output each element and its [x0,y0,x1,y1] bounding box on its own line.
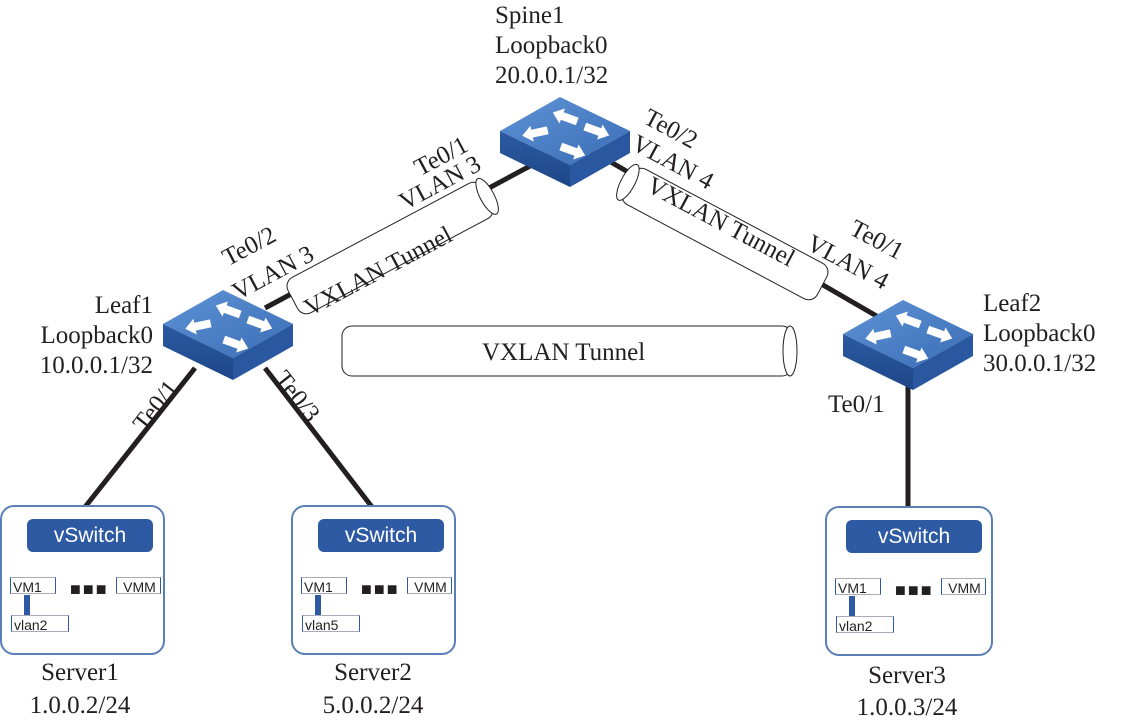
vlan-box: vlan5 [302,615,360,633]
vswitch-label: vSwitch [27,519,153,552]
tunnel-leaf1-leaf2-label: VXLAN Tunnel [482,339,646,366]
ellipsis-icon: ■■■ [361,579,400,599]
server2-name: Server2 [334,659,412,686]
server1-ip: 1.0.0.2/24 [29,692,131,719]
vlan-box: vlan2 [11,615,69,633]
vm1-box: VM1 [301,577,347,595]
link-leaf1-server2 [263,366,374,509]
vswitch-label: vSwitch [318,519,444,552]
vmm-box: VMM [941,578,986,596]
leaf2-name: Leaf2 [983,290,1042,317]
leaf2-loopback: Loopback0 [983,320,1096,347]
vm-vlan-connector [849,596,855,616]
vmm-box: VMM [116,577,161,595]
spine1-loopback: Loopback0 [495,32,608,59]
server3-box: vSwitch VM1 ■■■ VMM vlan2 [825,506,993,656]
leaf1-name: Leaf1 [94,292,153,319]
ellipsis-icon: ■■■ [70,579,109,599]
vxlan-tunnel-spine1-leaf2 [616,163,829,301]
leaf2-switch-icon [843,300,973,390]
leaf2-port-te01: Te0/1 [828,391,885,418]
vlan-box: vlan2 [836,616,894,634]
server2-ip: 5.0.0.2/24 [322,692,424,719]
server2-box: vSwitch VM1 ■■■ VMM vlan5 [291,505,456,655]
leaf1-ip: 10.0.0.1/32 [39,352,153,379]
ellipsis-icon: ■■■ [895,580,934,600]
leaf1-loopback: Loopback0 [40,322,153,349]
vxlan-tunnel-leaf1-spine1 [286,177,499,315]
server3-ip: 1.0.0.3/24 [856,694,958,721]
vmm-box: VMM [407,577,452,595]
vm-vlan-connector [315,595,321,615]
leaf2-ip: 30.0.0.1/32 [983,350,1097,377]
vm1-box: VM1 [835,578,881,596]
vm-vlan-connector [24,595,30,615]
link-leaf1-server1 [83,366,197,509]
server1-box: vSwitch VM1 ■■■ VMM vlan2 [0,505,165,655]
vxlan-tunnel-leaf1-leaf2 [341,325,798,377]
server1-name: Server1 [41,659,119,686]
spine1-name: Spine1 [495,2,565,29]
spine1-ip: 20.0.0.1/32 [495,62,609,89]
vm1-box: VM1 [10,577,56,595]
vswitch-label: vSwitch [846,520,982,553]
server3-name: Server3 [868,662,946,689]
